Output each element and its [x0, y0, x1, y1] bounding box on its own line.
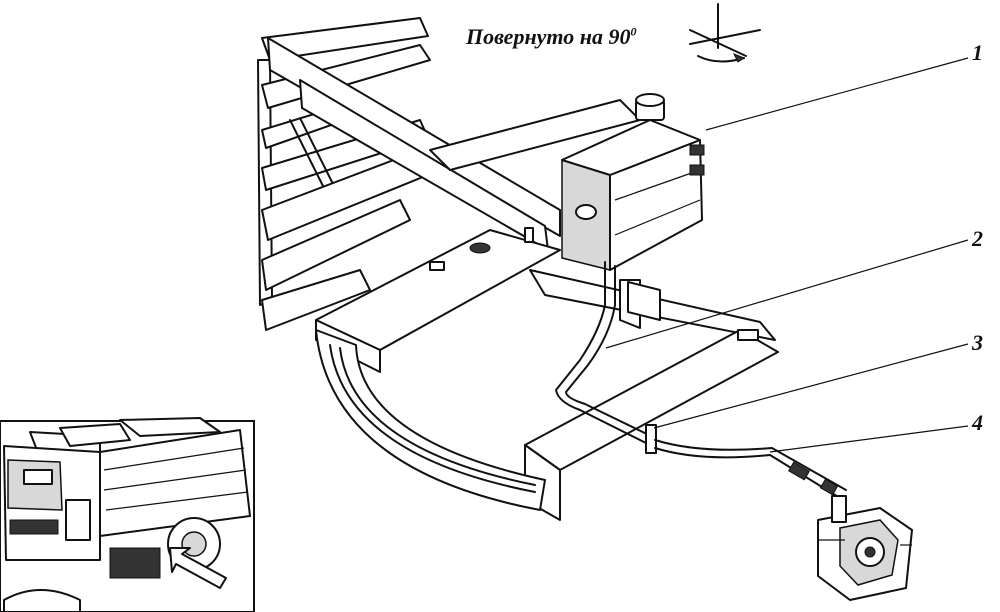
fuel-tank — [561, 93, 705, 271]
callout-4: 4 — [972, 410, 983, 435]
caption-text: Повернуто на 90 — [466, 24, 631, 49]
callout-1: 1 — [972, 40, 983, 65]
rotation-caption: Повернуто на 900 — [466, 24, 636, 50]
chassis-frame — [257, 17, 779, 521]
fuel-line — [555, 261, 847, 499]
pointer-arrow-icon — [169, 547, 227, 589]
fuel-pump — [817, 495, 913, 601]
truck-inset — [0, 417, 255, 612]
caption-degree: 0 — [630, 24, 637, 39]
leader-lines — [605, 57, 969, 453]
callout-2: 2 — [972, 226, 983, 251]
callout-3: 3 — [972, 330, 983, 355]
rotation-axis-icon — [689, 3, 761, 63]
